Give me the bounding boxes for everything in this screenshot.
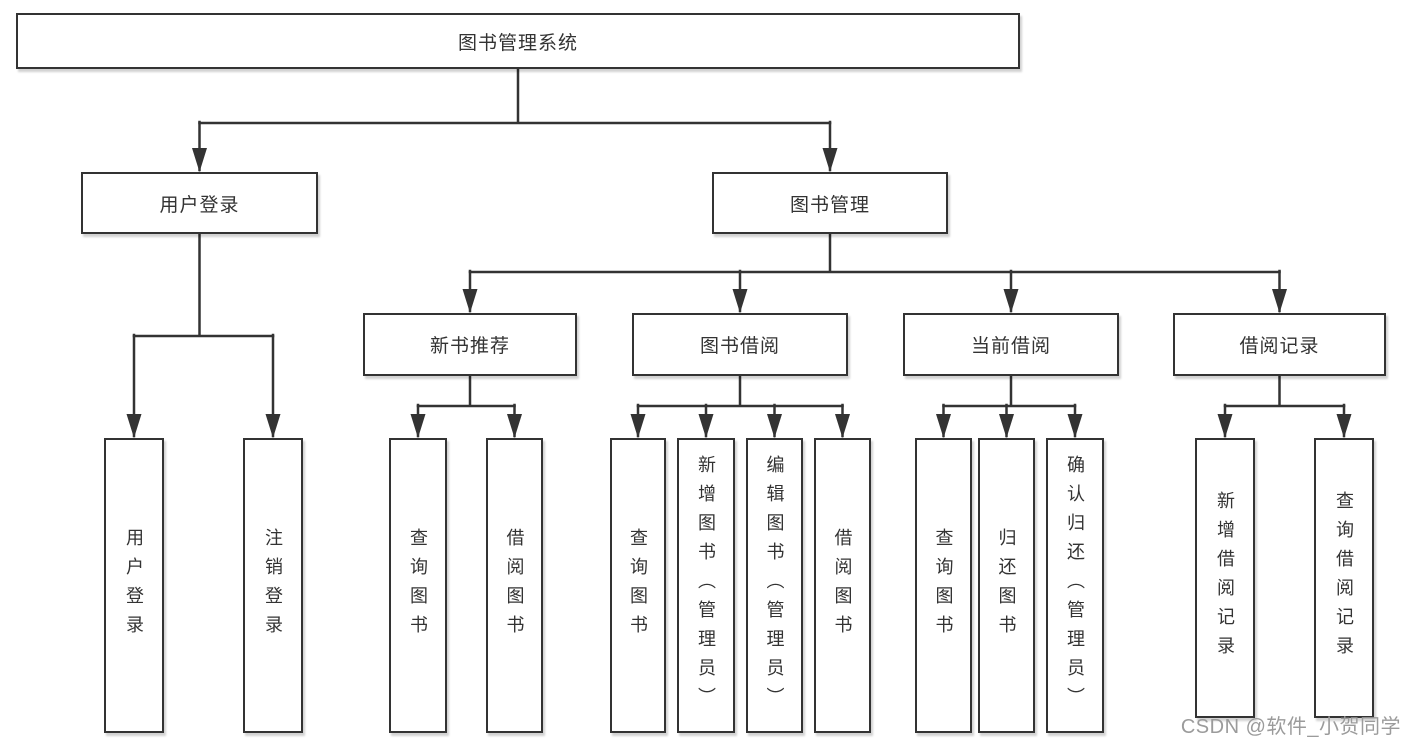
leaf-borrow-query-books: 查询图书 (610, 438, 666, 733)
node-user-login: 用户登录 (81, 172, 318, 234)
node-book-management: 图书管理 (712, 172, 948, 234)
edge-book-management-rail (468, 233, 1281, 274)
node-new-book-recommend: 新书推荐 (363, 313, 577, 376)
leaf-current-confirm-return-admin: 确认归还（管理员） (1046, 438, 1104, 733)
leaf-newbook-borrow-books: 借阅图书 (486, 438, 543, 733)
edge-user-login-rail (132, 233, 275, 338)
edge-current-borrow-rail (942, 375, 1077, 408)
leaf-borrow-edit-books-admin: 编辑图书（管理员） (746, 438, 803, 733)
leaf-newbook-query-books: 查询图书 (389, 438, 447, 733)
node-borrow-records: 借阅记录 (1173, 313, 1386, 376)
edge-borrow-records-rail (1223, 375, 1346, 408)
node-current-borrow: 当前借阅 (903, 313, 1119, 376)
leaf-logout: 注销登录 (243, 438, 303, 733)
leaf-current-query-books: 查询图书 (915, 438, 972, 733)
leaf-borrow-add-books-admin: 新增图书（管理员） (677, 438, 735, 733)
leaf-records-query-record: 查询借阅记录 (1314, 438, 1374, 718)
edge-root-rail (198, 67, 832, 125)
leaf-records-add-record: 新增借阅记录 (1195, 438, 1255, 718)
leaf-borrow-borrow-books: 借阅图书 (814, 438, 871, 733)
edge-new-book-rail (416, 375, 516, 408)
leaf-current-return-books: 归还图书 (978, 438, 1035, 733)
node-library-management-system: 图书管理系统 (16, 13, 1020, 69)
edge-book-borrow-rail (636, 375, 844, 408)
node-book-borrow: 图书借阅 (632, 313, 848, 376)
leaf-user-login: 用户登录 (104, 438, 164, 733)
watermark: CSDN @软件_小贺同学 (1180, 716, 1401, 738)
